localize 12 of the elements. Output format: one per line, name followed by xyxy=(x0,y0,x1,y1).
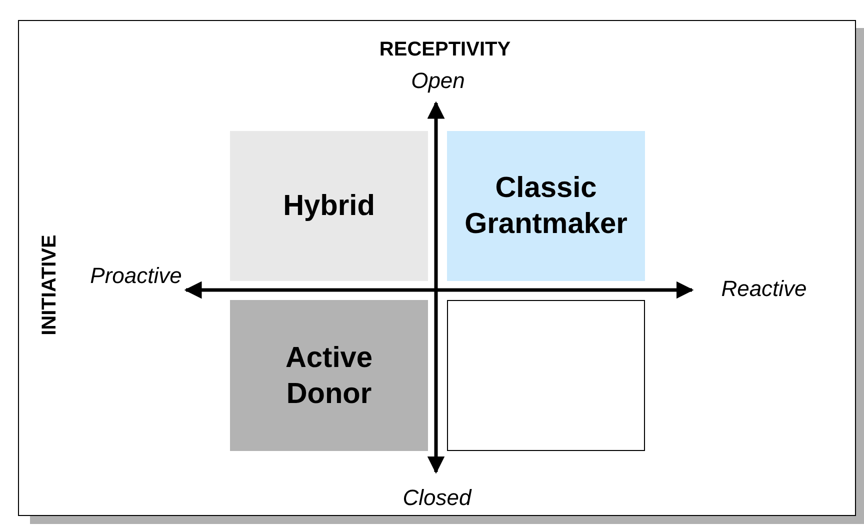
quadrant-label: Active Donor xyxy=(284,340,374,412)
axis-label: Reactive xyxy=(721,276,807,302)
quadrant-box xyxy=(447,131,645,281)
empty-quadrant-box xyxy=(447,300,645,451)
axis-label: Proactive xyxy=(90,263,182,289)
quadrant-label: Hybrid xyxy=(282,189,376,224)
axis-label: RECEPTIVITY xyxy=(379,38,511,62)
axis-label: Open xyxy=(411,68,465,94)
axis-label: INITIATIVE xyxy=(38,234,62,336)
axis-label: Closed xyxy=(402,485,472,511)
quadrant-label: Classic Grantmaker xyxy=(464,171,628,242)
quadrant-box xyxy=(230,300,428,451)
